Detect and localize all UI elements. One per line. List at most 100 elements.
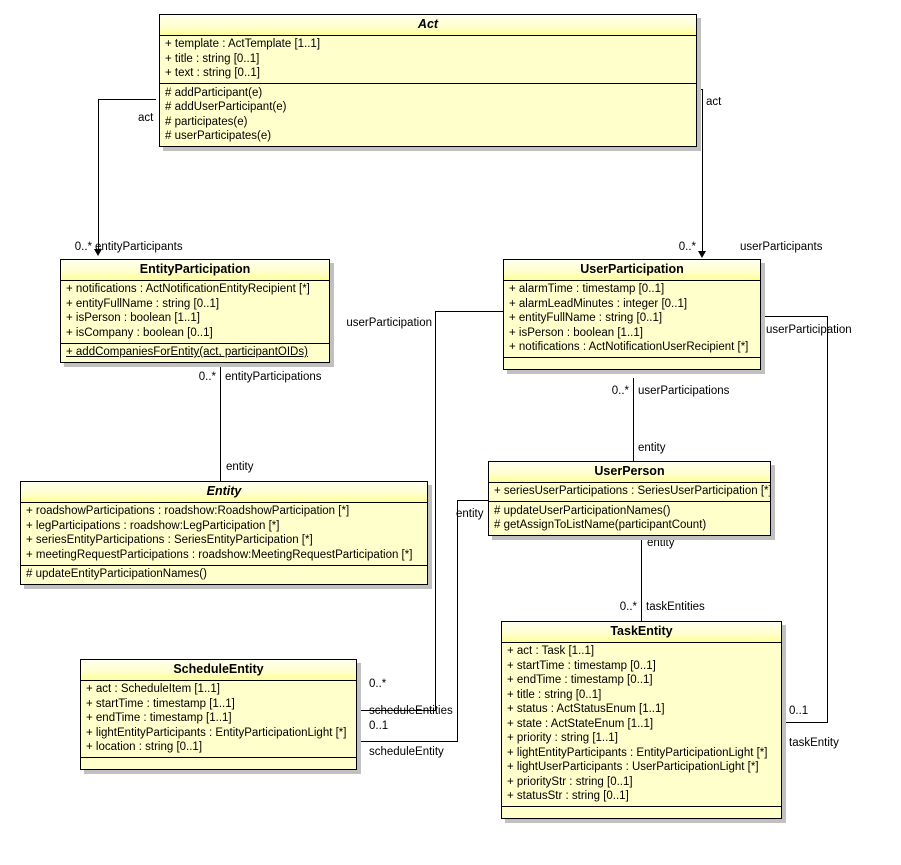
uml-class-entity[interactable]: Entity + roadshowParticipations : roadsh… [20,481,428,585]
uml-attribute: + endTime : timestamp [0..1] [507,674,653,686]
uml-attribute: + startTime : timestamp [1..1] [86,697,235,710]
uml-class-title-userperson: UserPerson [489,462,770,483]
uml-attribute: + seriesUserParticipations : SeriesUserP… [494,485,772,497]
uml-operations-userperson: # updateUserParticipationNames() # getAs… [489,501,770,535]
uml-attribute: + endTime : timestamp [1..1] [86,712,232,724]
uml-attribute: + act : ScheduleItem [1..1] [86,683,220,695]
uml-operation: # userParticipates(e) [165,130,272,142]
uml-attributes-userparticipation: + alarmTime : timestamp [0..1] + alarmLe… [504,280,760,357]
edge-label-userparticipants-mult: 0..* [678,241,696,253]
uml-class-title-entity: Entity [21,482,427,503]
uml-class-taskentity[interactable]: TaskEntity + act : Task [1..1] + startTi… [501,621,782,819]
uml-attribute: + isPerson : boolean [1..1] [509,326,643,339]
uml-attribute: + meetingRequestParticipations : roadsho… [26,548,413,561]
edge-label-entity-role-mid: entity [456,508,484,520]
edge-userparticipation-right-h [761,316,828,317]
uml-attribute: + priority : string [1..1] [507,732,618,744]
uml-class-userperson[interactable]: UserPerson + seriesUserParticipations : … [488,461,772,536]
uml-attribute: + entityFullName : string [0..1] [66,297,220,310]
uml-attribute: + template : ActTemplate [1..1] [165,38,321,50]
uml-class-title-taskentity: TaskEntity [502,622,781,643]
edge-label-scheduleentity-mult: 0..1 [369,720,389,732]
edge-label-userparticipations-mult: 0..* [611,385,629,397]
uml-attribute: + alarmLeadMinutes : integer [0..1] [509,297,688,310]
edge-userperson-mid-h-top [457,500,503,501]
arrowhead-userparticipation [698,251,706,258]
uml-operation-static: + addCompaniesForEntity(act, participant… [66,346,308,358]
edge-label-entity-role-left: entity [226,461,254,473]
edge-act-userparticipation-h [700,89,703,90]
uml-operations-taskentity [502,806,781,818]
uml-operation: # getAssignToListName(participantCount) [494,519,707,531]
uml-attribute: + notifications : ActNotificationUserRec… [509,341,749,353]
edge-userperson-mid-v [457,500,458,742]
uml-operations-userparticipation [504,357,760,369]
edge-label-taskentity-mult: 0..1 [789,705,809,717]
uml-attribute: + title : string [0..1] [507,688,602,701]
uml-class-title-entityparticipation: EntityParticipation [61,260,329,281]
uml-attribute: + lightUserParticipants : UserParticipat… [507,761,759,773]
uml-operation: # updateEntityParticipationNames() [26,568,207,580]
edge-label-entityparticipants-mult: 0..* [74,241,92,253]
uml-class-scheduleentity[interactable]: ScheduleEntity + act : ScheduleItem [1..… [80,659,357,770]
uml-class-act[interactable]: Act + template : ActTemplate [1..1] + ti… [159,14,697,147]
edge-userparticipation-mid-h-bottom [358,710,436,711]
uml-attribute: + notifications : ActNotificationEntityR… [66,283,310,295]
uml-attributes-scheduleentity: + act : ScheduleItem [1..1] + startTime … [81,680,356,757]
uml-attribute: + seriesEntityParticipations : SeriesEnt… [26,534,313,546]
uml-attribute: + lightEntityParticipants : EntityPartic… [507,746,768,759]
uml-attribute: + state : ActStateEnum [1..1] [507,717,654,730]
edge-label-entityparticipations-role: entityParticipations [225,371,322,383]
uml-operations-act: # addParticipant(e) # addUserParticipant… [160,83,696,146]
edge-userparticipation-userperson [633,378,634,461]
uml-attribute: + startTime : timestamp [0..1] [507,659,656,672]
uml-attribute: + entityFullName : string [0..1] [509,312,663,324]
uml-class-title-scheduleentity: ScheduleEntity [81,660,356,681]
edge-label-entityparticipations-mult: 0..* [198,371,216,383]
edge-taskentity-right-h [782,722,828,723]
edge-label-taskentities-role: taskEntities [646,601,705,613]
uml-operations-scheduleentity [81,757,356,769]
uml-attributes-taskentity: + act : Task [1..1] + startTime : timest… [502,642,781,806]
edge-label-entityparticipants-role: entityParticipants [95,241,183,253]
arrowhead-entityparticipation [94,249,102,256]
uml-operation: # participates(e) [165,115,248,128]
uml-operation: # addParticipant(e) [165,86,263,99]
uml-attributes-userperson: + seriesUserParticipations : SeriesUserP… [489,482,772,501]
uml-operation: # addUserParticipant(e) [165,101,287,113]
edge-label-entity-role-taskentity: entity [647,537,675,549]
edge-userparticipation-right-v [827,316,828,723]
uml-attribute: + roadshowParticipations : roadshow:Road… [26,505,350,517]
edge-entityparticipation-entity [220,359,221,481]
uml-attribute: + isCompany : boolean [0..1] [66,326,213,339]
uml-attributes-entity: + roadshowParticipations : roadshow:Road… [21,502,427,565]
uml-operations-entityparticipation: + addCompaniesForEntity(act, participant… [61,342,329,362]
edge-label-userparticipants-role: userParticipants [740,241,823,253]
edge-label-userparticipation-role-right: userParticipation [766,324,852,336]
uml-class-userparticipation[interactable]: UserParticipation + alarmTime : timestam… [503,259,761,370]
edge-label-taskentity-role: taskEntity [789,737,839,749]
edge-act-userparticipation-v [702,89,703,251]
uml-attribute: + priorityStr : string [0..1] [507,775,633,788]
uml-operation: # updateUserParticipationNames() [494,504,671,517]
edge-label-taskentities-mult: 0..* [619,601,637,613]
uml-class-title-act: Act [160,15,696,36]
uml-attribute: + act : Task [1..1] [507,645,595,657]
uml-attribute: + alarmTime : timestamp [0..1] [509,283,665,295]
uml-attribute: + isPerson : boolean [1..1] [66,312,200,324]
uml-attribute: + lightEntityParticipants : EntityPartic… [86,726,347,739]
edge-label-scheduleentities-role: scheduleEntities [369,705,453,717]
uml-attribute: + title : string [0..1] [165,52,260,65]
uml-attribute: + statusStr : string [0..1] [507,790,629,802]
edge-userparticipation-mid-h-top [435,311,503,312]
uml-class-entityparticipation[interactable]: EntityParticipation + notifications : Ac… [60,259,330,363]
uml-attribute: + status : ActStatusEnum [1..1] [507,703,665,715]
uml-attributes-entityparticipation: + notifications : ActNotificationEntityR… [61,280,329,343]
edge-label-userparticipation-role-mid: userParticipation [346,317,432,329]
edge-userperson-taskentity [641,525,642,621]
edge-label-entity-role-userperson: entity [638,442,666,454]
edge-act-entityparticipation-v [98,99,99,249]
uml-class-title-userparticipation: UserParticipation [504,260,760,281]
edge-label-scheduleentities-mult: 0..* [369,678,387,690]
